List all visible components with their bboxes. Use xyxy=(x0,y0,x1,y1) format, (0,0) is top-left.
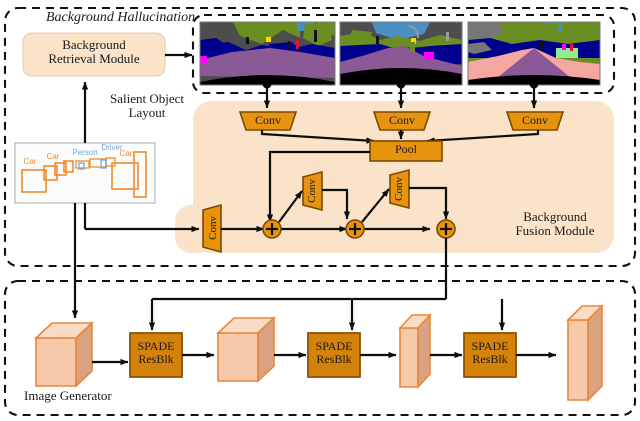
arrow-adder1-to-convbranch1 xyxy=(278,190,303,223)
fusion-label-line2: Fusion Module xyxy=(515,223,595,239)
background-hallucination-title: Background Hallucination xyxy=(46,10,196,25)
salient-object-layout-caption: Salient Object Layout xyxy=(82,91,212,121)
arrow-adder2-to-convbranch2 xyxy=(361,188,390,223)
caption-line1: Salient Object xyxy=(109,91,184,106)
spade2-line1: SPADE xyxy=(315,339,353,353)
layout-label-person: Person xyxy=(72,148,98,157)
conv-top-3-label: Conv xyxy=(521,113,548,127)
spade2-line2: ResBlk xyxy=(316,351,352,366)
fusion-label-line1: Background xyxy=(523,209,587,224)
seg-map-2 xyxy=(340,22,462,85)
spade3-line1: SPADE xyxy=(471,339,509,353)
caption-line2: Layout xyxy=(128,105,166,121)
conv-entry-label: Conv xyxy=(207,216,220,240)
image-generator-panel xyxy=(3,279,637,417)
conv-top-3[interactable] xyxy=(505,111,565,131)
spade3-line2: ResBlk xyxy=(472,351,508,366)
arrow-pool-to-adder1 xyxy=(266,150,370,223)
conv-entry[interactable] xyxy=(202,203,222,254)
pool-label: Pool xyxy=(394,142,417,156)
retrieval-module-label: Background Retrieval Module xyxy=(23,37,165,67)
retrieval-module-line1: Background xyxy=(62,37,126,52)
conv-branch-2-label: Conv xyxy=(393,177,406,201)
conv-branch-1[interactable] xyxy=(302,170,323,212)
spade-resblk-1[interactable] xyxy=(129,332,183,378)
conv-branch-2[interactable] xyxy=(389,168,410,210)
arrow-convbranch2-to-adder3 xyxy=(409,186,450,220)
adder-3 xyxy=(436,219,456,239)
background-fusion-module-label: Background Fusion Module xyxy=(490,209,620,239)
layout-label-driver: Driver xyxy=(101,143,123,152)
feature-map-4 xyxy=(566,304,604,402)
arrow-convbranch1-to-adder2 xyxy=(322,188,351,220)
adder-1 xyxy=(262,219,282,239)
conv-top-2-label: Conv xyxy=(388,113,415,127)
feature-map-1 xyxy=(33,321,95,388)
conv-top-1-label: Conv xyxy=(254,113,281,127)
arrow-conv3-to-pool xyxy=(426,130,540,144)
seg-map-1 xyxy=(200,22,335,85)
layout-label-car-1: Car xyxy=(23,157,37,166)
spade-resblk-2[interactable] xyxy=(307,332,361,378)
conv-top-2[interactable] xyxy=(372,111,432,131)
conv-top-1[interactable] xyxy=(238,111,298,131)
spade-resblk-3-label: SPADE ResBlk xyxy=(464,340,516,366)
layout-label-car-3: Car xyxy=(119,149,133,158)
feature-map-2 xyxy=(215,316,277,383)
layout-boxes xyxy=(21,151,147,198)
segmentation-maps-panel xyxy=(191,13,616,95)
spade-resblk-1-label: SPADE ResBlk xyxy=(130,340,182,366)
layout-boxes-blue xyxy=(78,159,107,170)
spade-resblk-2-label: SPADE ResBlk xyxy=(308,340,360,366)
conv-branch-1-label: Conv xyxy=(306,179,319,203)
layout-label-car-2: Car xyxy=(46,152,60,161)
spade1-line2: ResBlk xyxy=(138,351,174,366)
retrieval-module-line2: Retrieval Module xyxy=(48,51,140,67)
arrow-conv1-to-pool xyxy=(260,130,375,144)
seg-map-3 xyxy=(468,22,600,85)
spade1-line1: SPADE xyxy=(137,339,175,353)
background-hallucination-panel xyxy=(3,6,637,268)
feature-map-3 xyxy=(398,312,432,390)
adder-2 xyxy=(345,219,365,239)
image-generator-label: Image Generator xyxy=(24,388,112,403)
